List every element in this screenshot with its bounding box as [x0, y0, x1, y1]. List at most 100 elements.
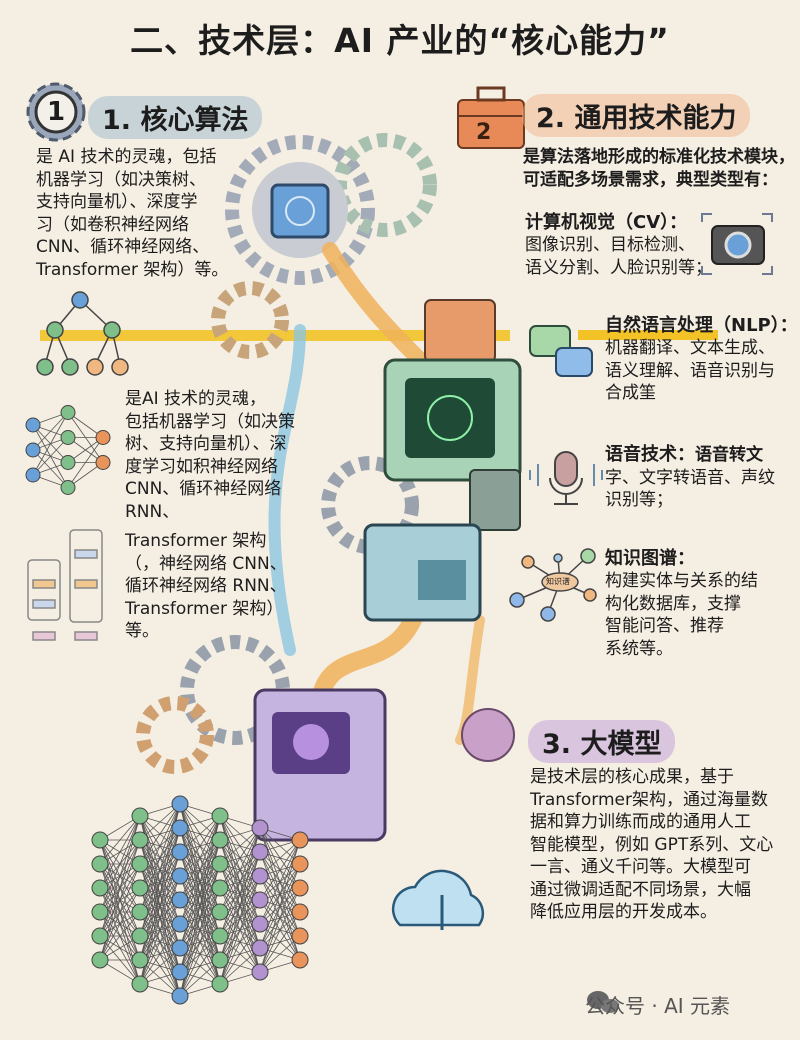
text-line: Transformer架构，通过海量数: [530, 789, 769, 810]
text-line: 语义理解、语音识别与: [605, 360, 775, 381]
neural-network-icon: [25, 405, 111, 495]
text-line: 是 AI 技术的灵魂，包括: [36, 147, 217, 167]
text-line: 可适配多场景需求，典型类型有：: [523, 169, 778, 190]
text-line: 是技术层的核心成果，基于: [530, 767, 734, 787]
net-edge: [99, 887, 141, 961]
net-edge: [99, 815, 141, 889]
net-node: [171, 915, 189, 933]
net-node: [211, 831, 229, 849]
net-node: [60, 455, 76, 470]
item-nlp: 自然语言处理（NLP）： 机器翻译、文本生成、 语义理解、语音识别与 合成筀: [605, 315, 798, 405]
item-knowledge-graph: 知识图谱： 构建实体与关系的结 构化数据库，支撑 智能问答、推荐 系统等。: [605, 548, 758, 660]
net-edge: [219, 899, 261, 985]
net-node: [291, 831, 309, 849]
text-line: 语义分割、人脸识别等；: [525, 257, 712, 278]
chat-bubbles-icon: [529, 325, 593, 377]
net-edge: [219, 875, 261, 985]
net-edge: [219, 827, 261, 937]
text-line: RNN、: [125, 501, 180, 522]
item-title: 自然语言处理（NLP）：: [605, 315, 798, 336]
text-line: 智能问答、推荐: [605, 616, 724, 636]
net-edge: [139, 803, 181, 985]
section1-heading: 1. 核心算法: [88, 96, 263, 139]
gear-icon: [26, 82, 86, 142]
net-node: [91, 951, 109, 969]
text-line: 等。: [125, 621, 159, 641]
net-edge: [219, 947, 261, 985]
text-line: 合成筀: [605, 383, 656, 403]
atom-icon: [285, 196, 315, 226]
net-edge: [219, 923, 261, 985]
net-edge: [99, 911, 141, 961]
net-node: [131, 975, 149, 993]
text-line: Transformer 架构: [125, 531, 267, 551]
net-edge: [219, 827, 261, 865]
net-edge: [179, 815, 221, 925]
text-line: 是AI 技术的灵魂，: [125, 389, 267, 409]
transformer-diagram-icon: [27, 529, 103, 641]
cpu-chip-icon: [270, 183, 330, 239]
net-edge: [179, 815, 221, 853]
text-line: 智能模型，例如 GPT系列、文心: [530, 834, 774, 855]
net-node: [131, 951, 149, 969]
net-edge: [32, 412, 69, 451]
net-node: [251, 819, 269, 837]
net-node: [25, 467, 41, 483]
net-edge: [259, 911, 301, 973]
net-edge: [259, 839, 301, 877]
net-edge: [139, 803, 181, 889]
net-edge: [259, 935, 301, 973]
section1-text: 是 AI 技术的灵魂，包括 机器学习（如决策树、 支持向量机）、深度学 习（如卷…: [36, 146, 228, 281]
text-line: 语音转文: [695, 445, 763, 465]
net-edge: [259, 839, 301, 901]
net-node: [291, 903, 309, 921]
text-line: 识别等；: [605, 490, 673, 510]
net-node: [171, 987, 189, 1005]
net-node: [251, 939, 269, 957]
net-node: [171, 795, 189, 813]
net-node: [131, 927, 149, 945]
text-line: 度学习如积神经网络: [125, 456, 278, 477]
net-node: [171, 963, 189, 981]
pipes: [268, 242, 485, 745]
text-line: 降低应用层的开发成本。: [530, 902, 717, 922]
net-node: [211, 927, 229, 945]
net-node: [25, 417, 41, 433]
net-edge: [139, 803, 181, 913]
section3-heading: 3. 大模型: [528, 720, 676, 763]
net-edge: [179, 959, 221, 997]
net-node: [211, 951, 229, 969]
net-edge: [259, 887, 301, 973]
net-node: [251, 843, 269, 861]
net-node: [291, 855, 309, 873]
net-node: [171, 939, 189, 957]
deep-neural-network-icon: [91, 795, 309, 1005]
section2-intro: 是算法落地形成的标准化技术模块， 可适配多场景需求，典型类型有：: [523, 146, 795, 191]
net-edge: [259, 839, 301, 949]
net-node: [91, 903, 109, 921]
text-line: 循环神经网络 RNN、: [125, 576, 287, 596]
net-node: [91, 879, 109, 897]
net-edge: [139, 803, 181, 841]
net-node: [60, 480, 76, 495]
net-node: [131, 807, 149, 825]
net-node: [171, 843, 189, 861]
net-edge: [67, 437, 104, 488]
net-edge: [179, 911, 221, 997]
microphone-icon: [529, 451, 603, 505]
footer-account: 公众号 · AI 元素: [585, 994, 731, 1018]
net-edge: [32, 437, 69, 476]
section2-heading: 2. 通用技术能力: [522, 94, 751, 137]
machine-screen: [405, 378, 495, 458]
net-node: [60, 405, 76, 420]
text-line: 支持向量机）、深度学: [36, 192, 198, 212]
net-node: [171, 819, 189, 837]
item-title: 计算机视觉（CV）：: [525, 212, 688, 233]
net-node: [171, 891, 189, 909]
net-edge: [219, 827, 261, 913]
text-line: 据和算力训练而成的通用人工: [530, 812, 751, 832]
net-edge: [139, 803, 181, 865]
net-node: [251, 867, 269, 885]
network-sphere-icon: [427, 395, 473, 441]
